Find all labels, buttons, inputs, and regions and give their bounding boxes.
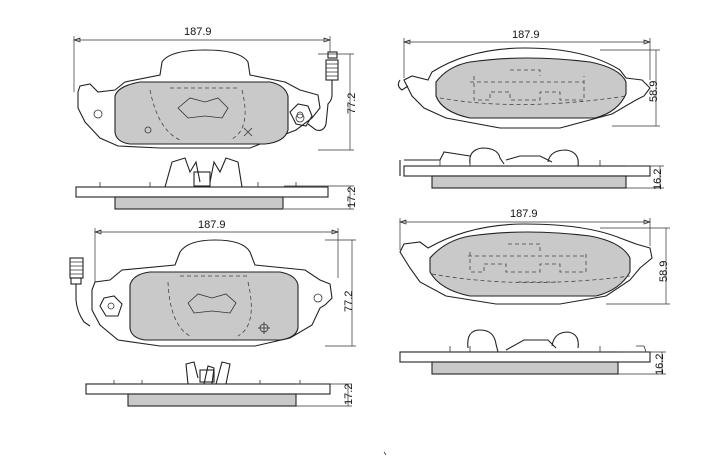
thickness-dimension-label: 17.2 [346, 187, 358, 208]
top-left-side-view: 17.2 [75, 157, 358, 210]
bottom-left-side-view: 17.2 [85, 361, 355, 407]
top-left-front-view: 187.9 77.2 [72, 26, 358, 151]
wear-sensor-wire [69, 257, 123, 327]
thickness-dimension-label: 16.2 [652, 169, 664, 190]
friction-pad [429, 231, 631, 297]
height-dimension-label: 58.9 [648, 81, 660, 102]
wear-sensor-wire [289, 51, 339, 131]
thickness-dimension-label: 16.2 [654, 354, 666, 375]
height-dimension-label: 77.2 [346, 93, 358, 114]
thickness-dimension-label: 17.2 [343, 384, 355, 405]
width-dimension-label: 187.9 [512, 29, 540, 41]
height-dimension-label: 77.2 [343, 291, 355, 312]
height-dimension-label: 58.9 [658, 261, 670, 282]
bottom-right-side-view: 16.2 [399, 329, 666, 375]
width-dimension-label: 187.9 [184, 26, 212, 38]
top-right-front-view: 187.9 58.9 [397, 29, 660, 129]
bottom-left-front-view: 187.9 77.2 [69, 219, 356, 347]
friction-pad [435, 57, 627, 119]
stray-mark [383, 451, 387, 456]
bottom-right-front-view: 187.9 58.9 [398, 208, 670, 305]
width-dimension-label: 187.9 [510, 208, 538, 220]
width-dimension-label: 187.9 [198, 219, 226, 231]
top-right-side-view: 16.2 [399, 147, 664, 190]
friction-pad [129, 271, 299, 341]
friction-pad [114, 81, 289, 145]
